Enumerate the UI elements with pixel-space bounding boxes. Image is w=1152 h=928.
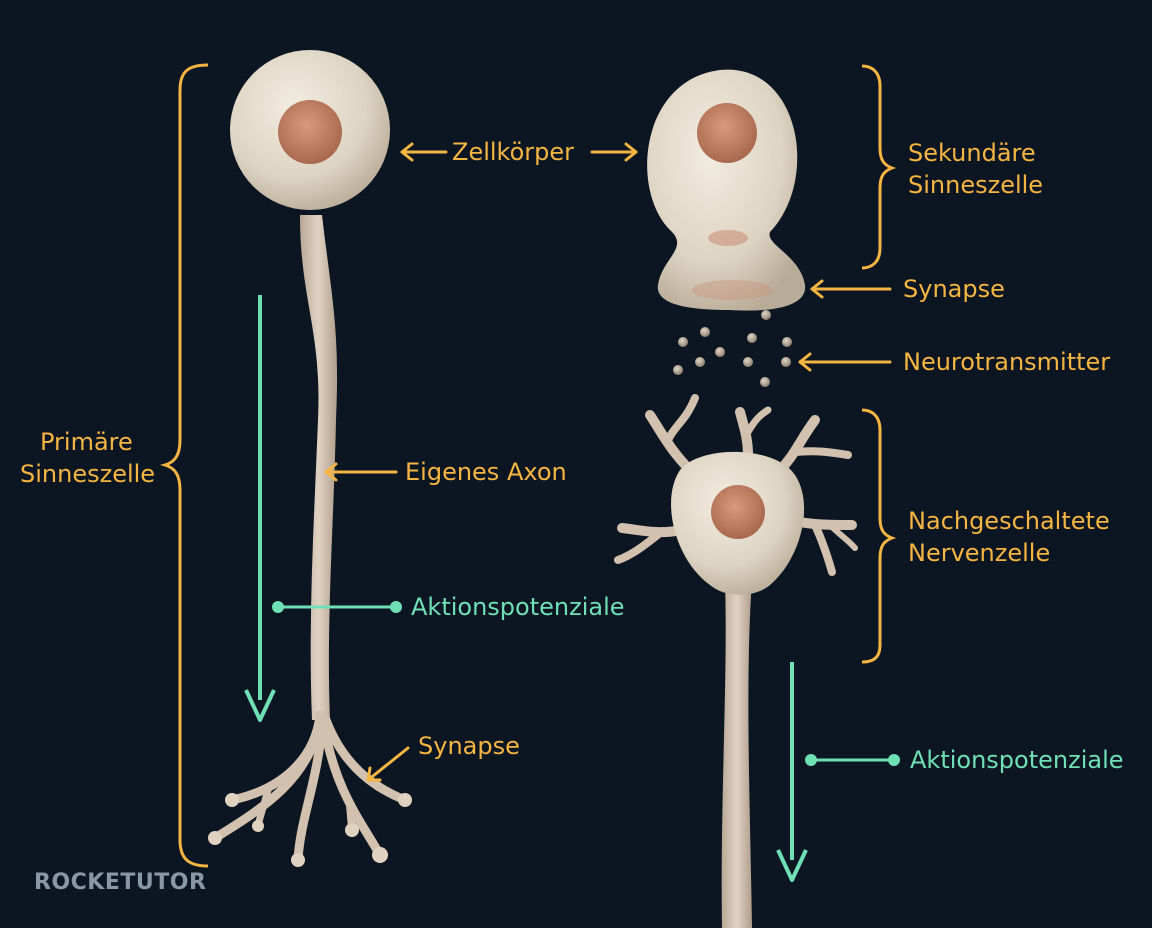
primary-nucleus xyxy=(278,100,342,164)
brand-logo: ROCKETUTOR xyxy=(34,870,207,895)
action-potentials-left-label: Aktionspotenziale xyxy=(411,593,625,621)
secondary-label-line1: Sekundäre xyxy=(908,139,1036,167)
synapse-right-arrow xyxy=(810,279,892,299)
secondary-sensory-cell xyxy=(647,69,806,311)
primary-axon-terminals xyxy=(210,710,410,865)
secondary-bracket xyxy=(861,64,897,270)
secondary-label-line2: Sinneszelle xyxy=(908,171,1044,199)
downstream-axon xyxy=(721,580,752,928)
downstream-label-line1: Nachgeschaltete xyxy=(908,507,1110,535)
primary-terminal-knobs xyxy=(208,793,412,867)
secondary-nucleus xyxy=(697,103,757,163)
own-axon-label: Eigenes Axon xyxy=(405,458,567,486)
downstream-label-line2: Nervenzelle xyxy=(908,539,1051,567)
axon-arrow xyxy=(324,462,398,482)
action-potential-arrow-left xyxy=(244,295,276,722)
primary-axon xyxy=(300,215,338,720)
primary-label-line2: Sinneszelle xyxy=(20,460,156,488)
downstream-bracket xyxy=(861,408,897,664)
neurotransmitter-label: Neurotransmitter xyxy=(903,348,1111,376)
action-potential-pointer-left xyxy=(272,601,402,613)
neurotransmitter-vesicles xyxy=(673,310,792,387)
cell-body-arrows xyxy=(400,142,638,162)
downstream-nerve-cell xyxy=(614,394,858,928)
action-potential-arrow-right xyxy=(776,662,808,882)
synapse-left-arrow xyxy=(366,746,410,782)
neurotransmitter-arrow xyxy=(798,352,892,372)
action-potentials-right-label: Aktionspotenziale xyxy=(910,746,1124,774)
cell-body-label: Zellkörper xyxy=(452,138,575,166)
secondary-cell-body xyxy=(647,69,806,311)
primary-sensory-cell xyxy=(208,50,412,867)
synapse-right-label: Synapse xyxy=(903,275,1005,303)
primary-label-line1: Primäre xyxy=(40,428,133,456)
action-potential-pointer-right xyxy=(805,754,900,766)
primary-bracket xyxy=(159,63,209,868)
synapse-left-label: Synapse xyxy=(418,732,520,760)
downstream-nucleus xyxy=(711,485,765,539)
